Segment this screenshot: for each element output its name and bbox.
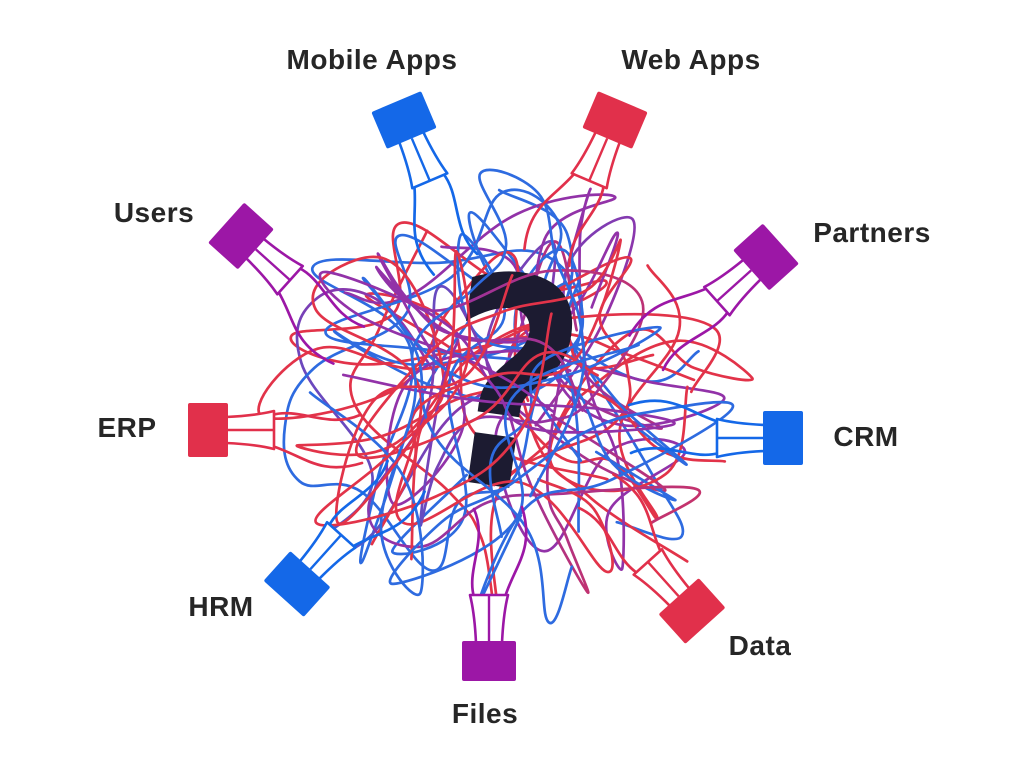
tangle-wire [354,238,622,546]
label-partners: Partners [813,217,931,248]
tangle-wire [364,264,682,521]
tangle-wire [282,233,580,572]
label-web-apps: Web Apps [621,44,761,75]
label-erp: ERP [97,412,157,443]
label-files: Files [451,698,519,729]
label-users: Users [113,197,195,228]
label-mobile-apps: Mobile Apps [286,44,458,75]
tangle-wire [314,249,553,527]
tangle-wire [318,270,676,434]
tangle-wire [467,211,700,541]
wire-tangle-front [308,168,735,625]
tangle-wire [295,312,727,463]
label-data: Data [728,630,792,661]
tangle-wire [388,343,735,616]
tangle-wire [343,193,726,428]
label-hrm: HRM [188,591,254,622]
label-crm: CRM [833,421,899,452]
tangle-wire [308,168,586,597]
tangle-wire [367,285,701,595]
